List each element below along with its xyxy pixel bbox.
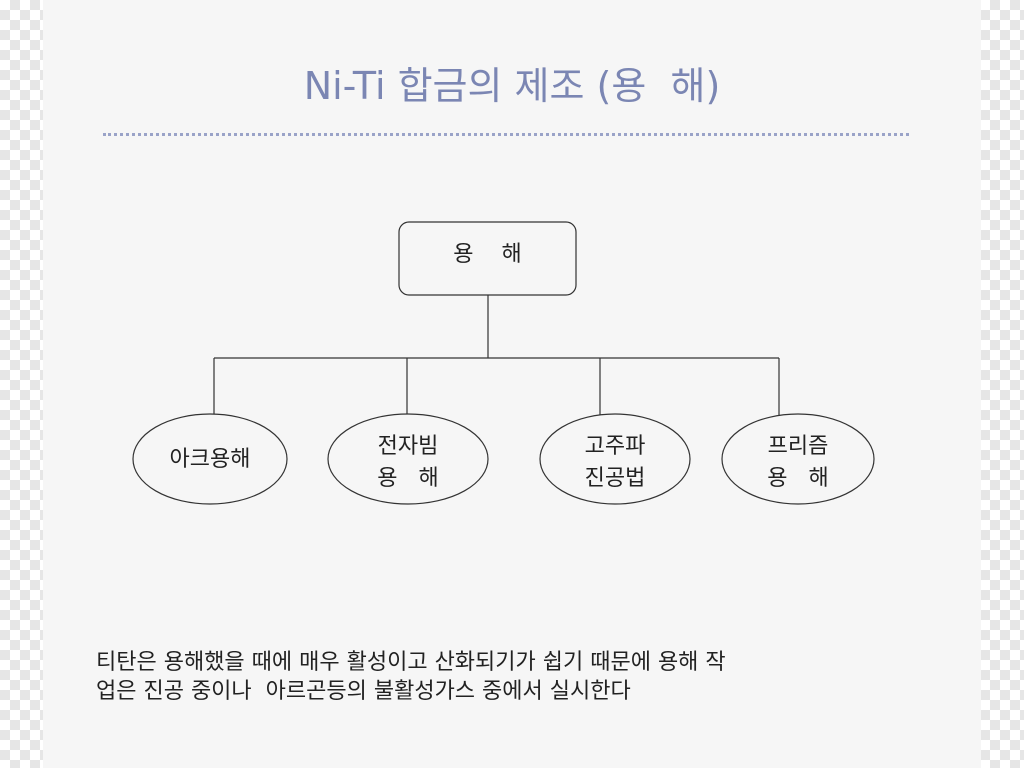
description-text: 티탄은 용해했을 때에 매우 활성이고 산화되기가 쉽기 때문에 용해 작 업은… [96, 650, 726, 704]
child-node-prism: 프리즘 용 해 [721, 413, 875, 505]
slide-title: Ni-Ti 합금의 제조 (용 해) [303, 64, 721, 108]
child-node-3-shape [539, 413, 691, 505]
child-node-2-line-2: 용 해 [377, 466, 438, 491]
child-node-1-label: 아크용해 [170, 447, 251, 472]
child-node-2-shape [327, 413, 489, 505]
root-node-box [398, 221, 577, 296]
child-node-4-line-1: 프리즘 [768, 434, 829, 459]
child-node-arc-melting: 아크용해 [132, 413, 288, 505]
child-node-4-line-2: 용 해 [767, 466, 828, 491]
connectors [213, 295, 780, 417]
child-node-electron-beam: 전자빔 용 해 [327, 413, 489, 505]
title-divider [103, 133, 909, 136]
child-node-high-frequency: 고주파 진공법 [539, 413, 691, 505]
root-node-label: 용 해 [453, 242, 521, 267]
hierarchy-diagram: 용 해 아크용해 전자빔 용 해 고주파 진공법 프리즘 용 해 [132, 221, 875, 505]
child-node-2-line-1: 전자빔 [378, 434, 439, 459]
child-node-3-line-1: 고주파 [585, 434, 646, 459]
root-node: 용 해 [398, 221, 577, 296]
slide: Ni-Ti 합금의 제조 (용 해) 용 해 아크용해 전자빔 용 해 [43, 0, 981, 768]
child-node-1-shape [132, 413, 288, 505]
child-node-3-line-2: 진공법 [585, 466, 646, 491]
child-node-4-shape [721, 413, 875, 505]
